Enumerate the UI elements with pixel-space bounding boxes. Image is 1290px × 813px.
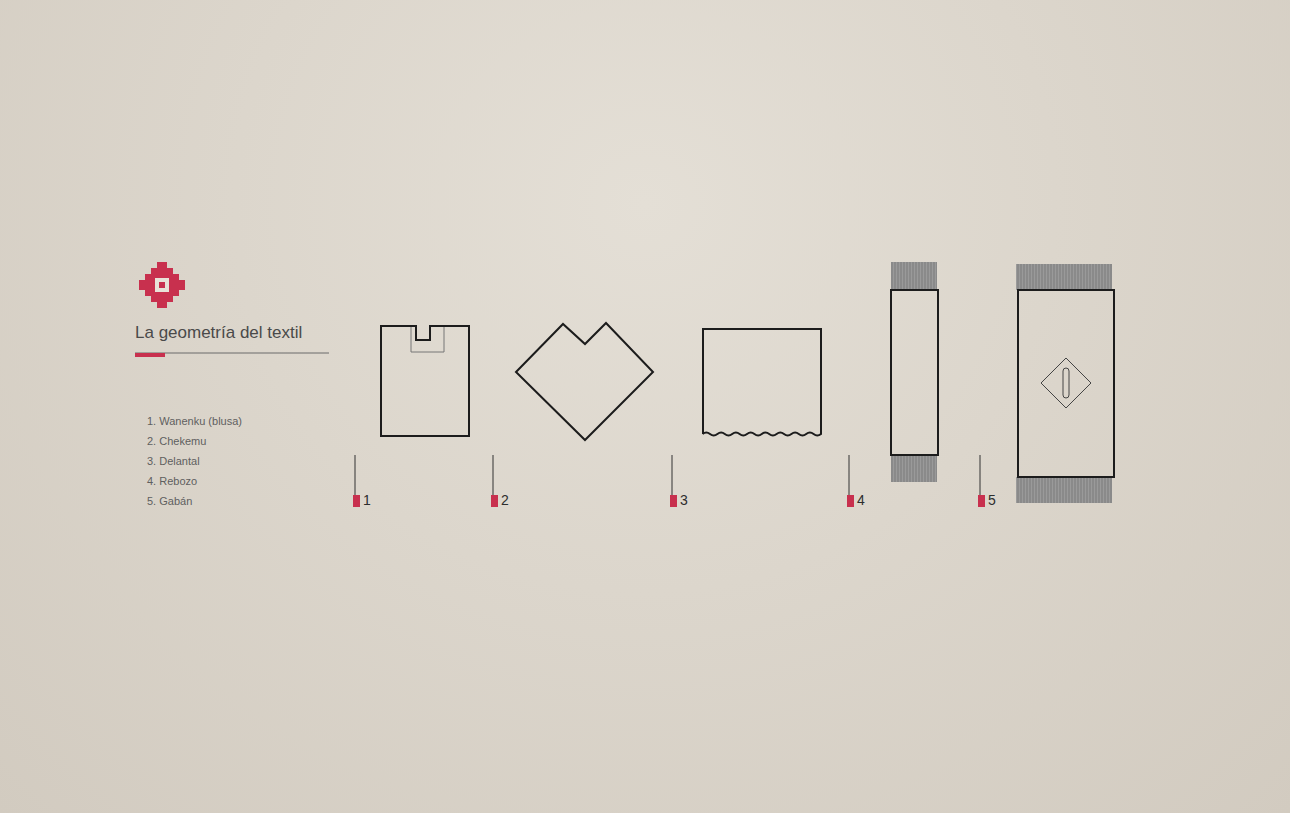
blouse-outline	[381, 326, 469, 436]
panel-title: La geometría del textil	[135, 323, 302, 343]
title-icon	[139, 262, 185, 308]
garment-name: 5. Gabán	[147, 495, 192, 507]
callout-number: 5	[988, 492, 996, 508]
garment-name: 1. Wanenku (blusa)	[147, 415, 242, 427]
blouse-neck	[411, 327, 444, 352]
title-icon-core	[159, 282, 165, 288]
title-accent	[135, 353, 165, 357]
gaban-outline	[1018, 290, 1114, 477]
apron-outline	[703, 329, 821, 436]
gaban-fringe	[1016, 264, 1112, 290]
callout-number: 2	[501, 492, 509, 508]
garment-name: 4. Rebozo	[147, 475, 197, 487]
title-icon-center	[155, 278, 169, 292]
callout-number: 4	[857, 492, 865, 508]
garment-name: 2. Chekemu	[147, 435, 206, 447]
chekemu-outline	[516, 323, 653, 440]
gaban-fringe	[1016, 477, 1112, 503]
gaban-slit	[1063, 368, 1069, 398]
callout-markers	[353, 455, 985, 507]
callout-number: 3	[680, 492, 688, 508]
garment-name: 3. Delantal	[147, 455, 200, 467]
rebozo-fringe	[891, 455, 937, 482]
rebozo-fringe	[891, 262, 937, 290]
gaban-diamond	[1041, 358, 1091, 408]
callout-number: 1	[363, 492, 371, 508]
rebozo-outline	[891, 290, 938, 455]
